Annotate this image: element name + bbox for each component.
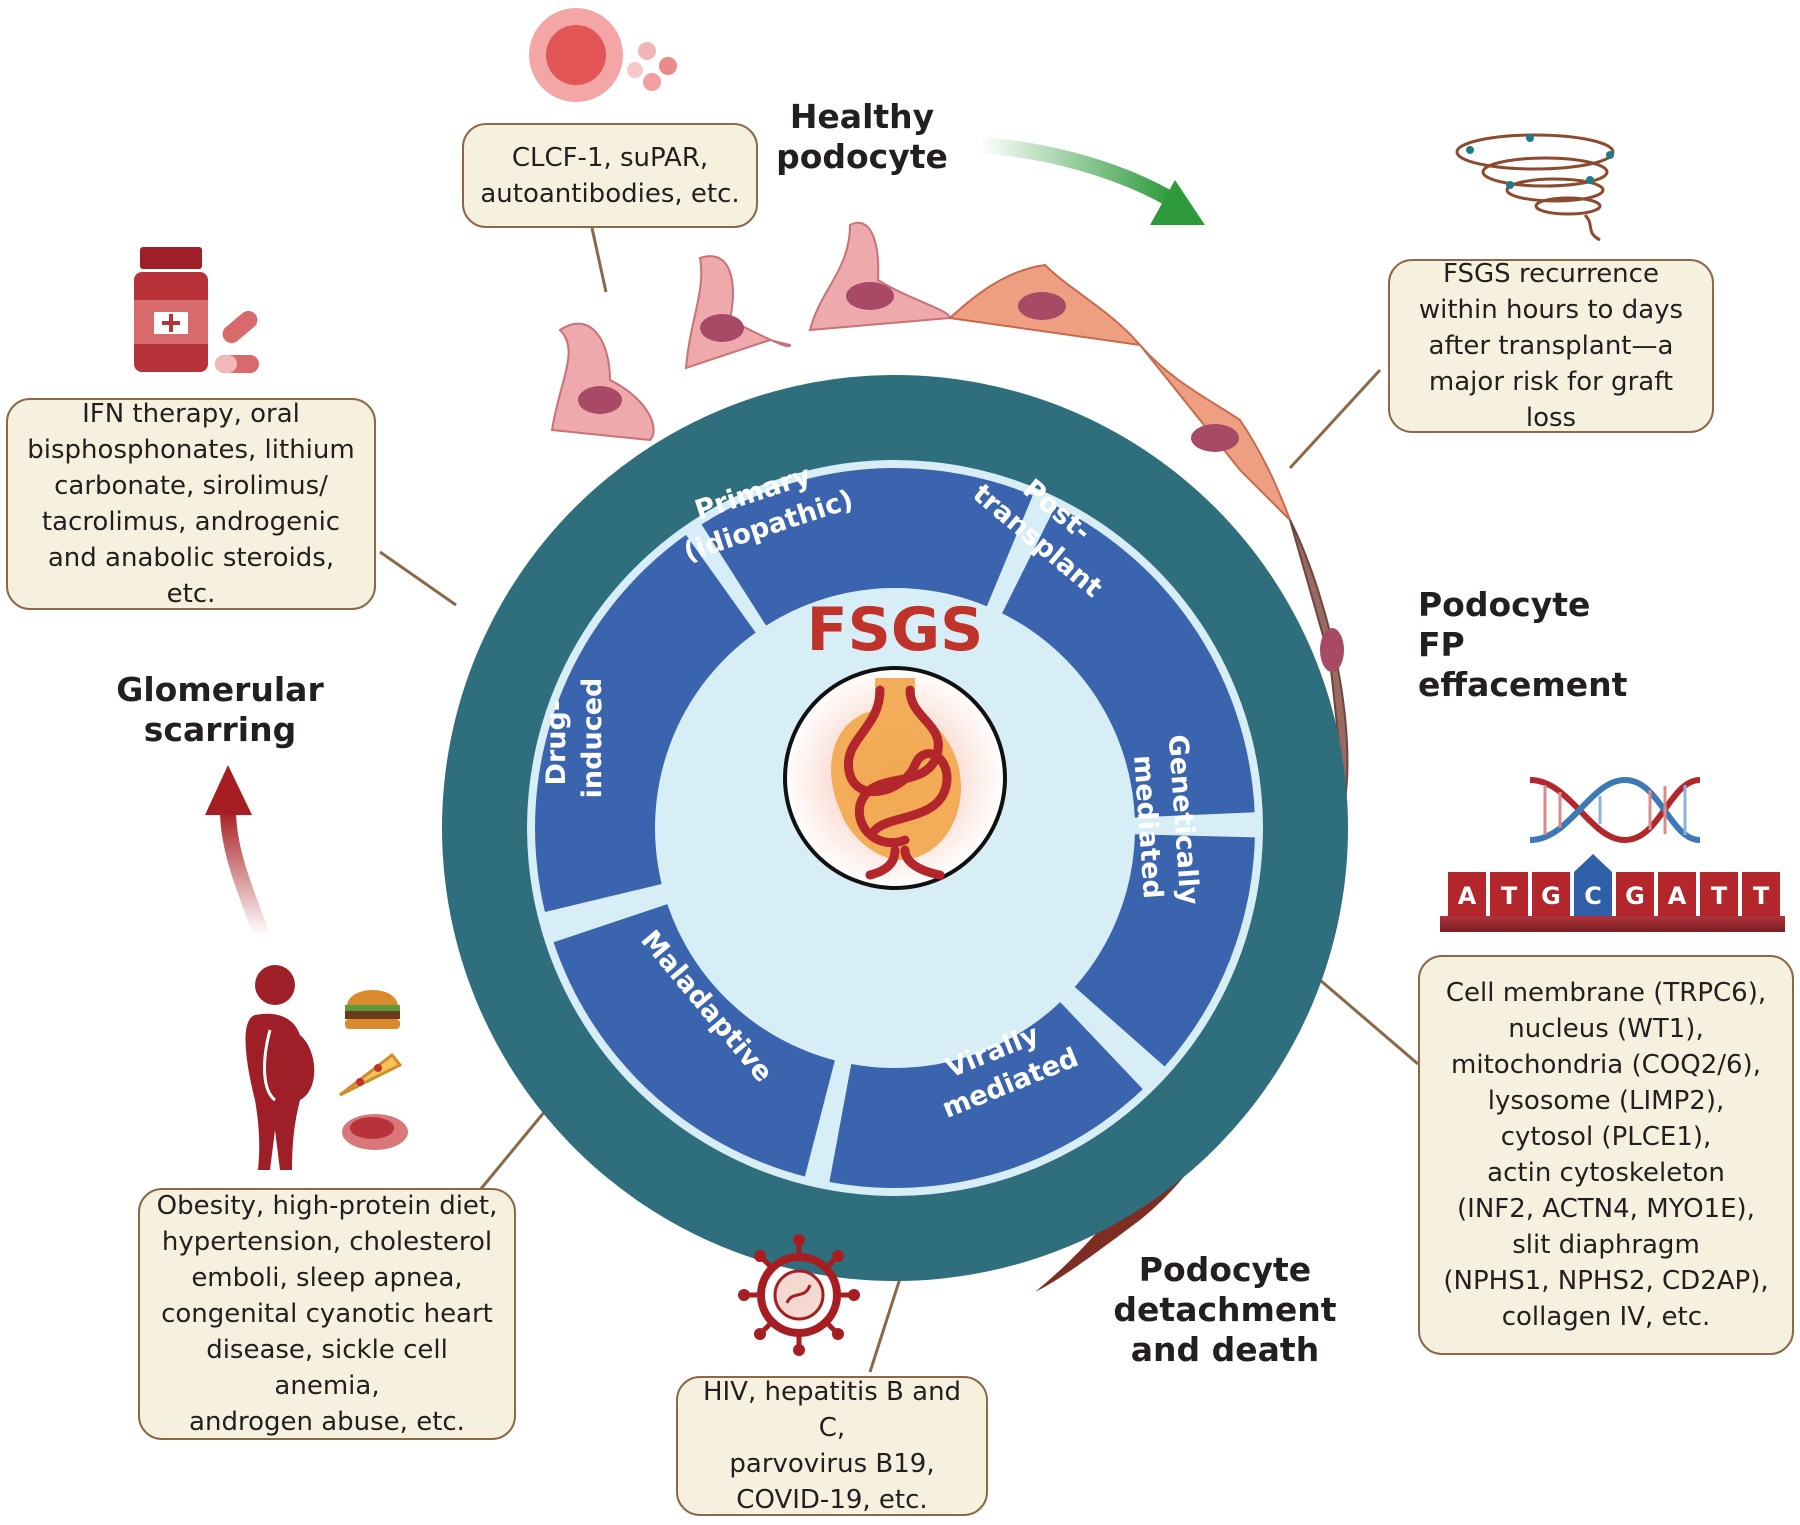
box-primary-factors: CLCF-1, suPAR, autoantibodies, etc. [462,123,758,228]
dna-letter-1: T [1501,882,1518,910]
dna-letter-3: C [1584,882,1602,910]
segment-ring [535,468,1255,1189]
blood-cells-icon [529,8,677,102]
dna-letter-2: G [1541,882,1561,910]
label-glomerular-scarring: Glomerular scarring [116,670,324,749]
dna-letter-4: G [1625,882,1645,910]
dna-block-2 [1532,872,1570,916]
dna-block-0 [1448,872,1486,916]
dna-helix-icon [1529,776,1701,844]
dna-bar [1440,916,1785,932]
burger-icon [345,990,400,1029]
pizza-icon [339,1052,403,1097]
dna-block-6 [1700,872,1738,916]
center-title: FSGS [807,595,984,665]
segment-drug-line2: induced [577,678,608,799]
dna-letter-6: T [1711,882,1728,910]
coiled-protein-icon [1455,133,1615,242]
progression-arrow-red [220,809,270,938]
box-genetic-factors: Cell membrane (TRPC6), nucleus (WT1), mi… [1418,955,1794,1355]
pill-icon [215,310,259,373]
virus-icon [738,1234,860,1356]
label-podocyte-detachment: Podocyte detachment and death [1113,1250,1337,1369]
box-viral-factors: HIV, hepatitis B and C, parvovirus B19, … [676,1376,988,1516]
dna-block-5 [1658,872,1696,916]
segment-primary [701,468,1033,626]
dna-letter-0: A [1458,882,1477,910]
box-maladaptive-factors: Obesity, high-protein diet, hypertension… [138,1188,516,1440]
obese-person-icon [245,965,315,1170]
dna-letter-7: T [1753,882,1770,910]
label-healthy-podocyte: Healthy podocyte [776,97,948,176]
red-arrowhead [205,765,252,815]
dna-letter-5: A [1668,882,1687,910]
segment-viral [829,1002,1143,1189]
box-drug-factors: IFN therapy, oral bisphosphonates, lithi… [6,398,376,610]
segment-maladaptive [553,904,835,1177]
green-arrowhead [1150,180,1205,225]
dna-block-3 [1574,854,1612,916]
box-post-transplant: FSGS recurrence within hours to days aft… [1388,259,1714,433]
medicine-bottle-icon [134,247,208,372]
progression-arrow-green [979,137,1176,207]
dna-block-1 [1490,872,1528,916]
dna-block-4 [1616,872,1654,916]
glomerulus-icon [783,666,1007,890]
svg-text:Drug- induced: Drug- induced [541,678,608,799]
steak-icon [342,1114,408,1150]
label-podocyte-effacement: Podocyte FP effacement [1418,585,1628,704]
dna-block-7 [1742,872,1780,916]
segment-drug [535,534,756,913]
segment-post-transplant [1002,505,1255,818]
segment-drug-line1: Drug- [541,700,572,785]
segment-genetic [1074,834,1255,1067]
